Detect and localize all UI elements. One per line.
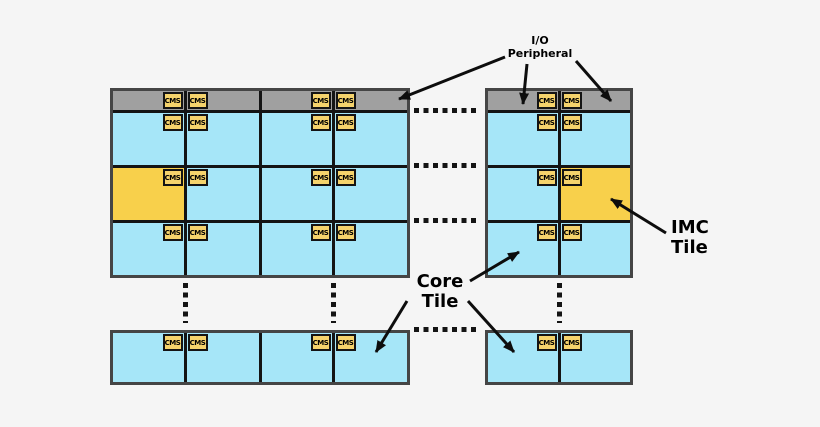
core-tile-label: Core Tile: [395, 272, 485, 312]
cms-box: CMS: [335, 169, 356, 186]
core-tile-label-line2: Tile: [421, 291, 459, 312]
cms-box: CMS: [187, 334, 208, 351]
continuation-dots-horizontal: [414, 327, 478, 332]
continuation-dots-vertical: [557, 283, 562, 323]
cms-box: CMS: [561, 169, 582, 186]
cms-box: CMS: [162, 334, 183, 351]
cms-box: CMS: [187, 169, 208, 186]
continuation-dots-vertical: [183, 283, 188, 323]
cms-box: CMS: [335, 114, 356, 131]
cms-box: CMS: [536, 334, 557, 351]
imc-tile-label-line2: Tile: [671, 237, 708, 258]
cms-box: CMS: [310, 114, 331, 131]
io-peripheral-label-line2: Peripheral: [507, 47, 573, 60]
continuation-dots-horizontal: [414, 163, 478, 168]
continuation-dots-horizontal: [414, 108, 478, 113]
cms-box: CMS: [561, 92, 582, 109]
cms-box: CMS: [187, 92, 208, 109]
cms-box: CMS: [162, 224, 183, 241]
continuation-dots-vertical: [331, 283, 336, 323]
cms-box: CMS: [536, 114, 557, 131]
cms-box: CMS: [536, 92, 557, 109]
cms-box: CMS: [162, 169, 183, 186]
io-peripheral-label: I/O Peripheral: [480, 34, 600, 60]
io-peripheral-label-line1: I/O: [531, 34, 549, 47]
cms-box: CMS: [335, 92, 356, 109]
cms-box: CMS: [536, 169, 557, 186]
cms-box: CMS: [335, 224, 356, 241]
cms-box: CMS: [536, 224, 557, 241]
continuation-dots-horizontal: [414, 218, 478, 223]
cms-box: CMS: [187, 224, 208, 241]
imc-tile-label-line1: IMC: [671, 217, 709, 238]
cms-box: CMS: [310, 334, 331, 351]
imc-tile-label: IMC Tile: [671, 218, 709, 258]
cms-box: CMS: [187, 114, 208, 131]
cms-box: CMS: [561, 334, 582, 351]
core-tile-label-line1: Core: [416, 271, 464, 292]
cms-box: CMS: [162, 114, 183, 131]
cms-box: CMS: [561, 224, 582, 241]
cms-box: CMS: [335, 334, 356, 351]
cms-box: CMS: [310, 92, 331, 109]
cms-box: CMS: [310, 224, 331, 241]
cms-box: CMS: [561, 114, 582, 131]
cms-box: CMS: [310, 169, 331, 186]
cms-box: CMS: [162, 92, 183, 109]
